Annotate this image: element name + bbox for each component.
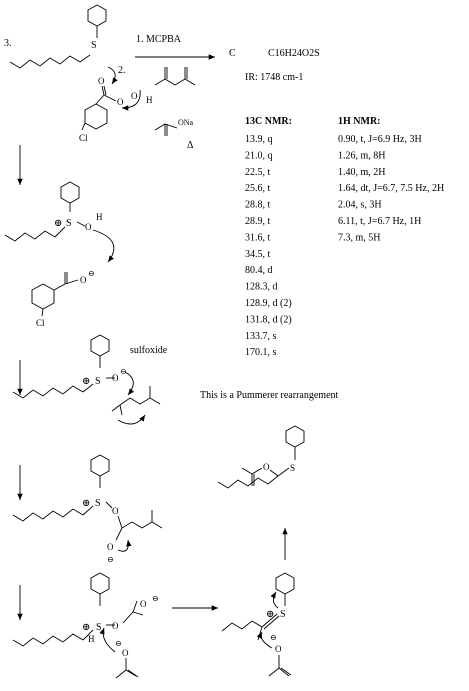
reagent-step-2: 2. <box>118 65 126 76</box>
reagent-step-1: 1. MCPBA <box>136 34 182 45</box>
mcpba-structure: O O O H Cl <box>79 76 153 143</box>
c13-row: 170.1, s <box>245 347 277 358</box>
h1-row: 7.3, m, 5H <box>338 232 381 243</box>
svg-text:Cl: Cl <box>79 133 88 143</box>
svg-text:O: O <box>122 648 129 658</box>
svg-text:O: O <box>112 506 119 516</box>
svg-text:⊖: ⊖ <box>152 594 159 603</box>
svg-text:H: H <box>146 95 153 105</box>
svg-text:O: O <box>263 462 270 472</box>
h1-row: 2.04, s, 3H <box>338 200 382 211</box>
svg-text:⊖: ⊖ <box>115 639 122 648</box>
ylide-structure: ⊕ S H O O ⊖ ⊖ O <box>12 572 159 679</box>
c13-nmr-list: 13.9, q 21.0, q 22.5, t 25.6, t 28.8, t 28.9,… <box>245 134 292 358</box>
h1-row: 6.11, t, J=6.7 Hz, 1H <box>338 216 421 227</box>
product-c-label: C <box>229 48 236 59</box>
h1-row: 1.64, dt, J=6.7, 7.5 Hz, 2H <box>338 183 444 194</box>
svg-text:⊖: ⊖ <box>88 269 95 278</box>
svg-text:S: S <box>95 498 101 509</box>
svg-text:S: S <box>91 40 97 51</box>
h1-nmr-title: 1H NMR: <box>338 116 381 127</box>
thionium-ion-structure: ⊕ S ⊖ O <box>221 572 295 677</box>
svg-text:⊖: ⊖ <box>270 633 277 642</box>
c13-row: 25.6, t <box>245 183 271 194</box>
svg-text:S: S <box>96 622 102 633</box>
c13-row: 80.4, d <box>245 265 273 276</box>
c13-row: 28.9, t <box>245 216 271 227</box>
svg-text:⊕: ⊕ <box>82 376 90 387</box>
svg-text:O: O <box>107 542 114 552</box>
svg-text:O: O <box>140 599 147 609</box>
svg-text:O: O <box>112 621 119 631</box>
svg-text:⊖: ⊖ <box>120 367 127 376</box>
svg-text:⊕: ⊕ <box>82 498 90 509</box>
heat-symbol: Δ <box>187 140 194 151</box>
sulfonium-intermediate-structure: ⊕ S O H O ⊖ Cl <box>4 181 115 328</box>
svg-text:⊕: ⊕ <box>266 609 274 620</box>
svg-text:Cl: Cl <box>36 318 45 328</box>
c13-row: 128.9, d (2) <box>245 298 292 309</box>
c13-row: 31.6, t <box>245 232 271 243</box>
svg-text:O: O <box>80 275 87 285</box>
sodium-acetate-structure: ONa Δ <box>154 118 194 151</box>
acetic-anhydride-structure <box>154 67 196 86</box>
c13-row: 21.0, q <box>245 150 273 161</box>
pummerer-note: This is a Pummerer rearrangement <box>200 390 339 401</box>
molecular-formula: C16H24O2S <box>268 48 320 59</box>
c13-row: 34.5, t <box>245 249 271 260</box>
svg-text:O: O <box>85 222 92 232</box>
svg-text:S: S <box>66 218 72 229</box>
c13-row: 128.3, d <box>245 282 278 293</box>
curved-arrow <box>107 66 118 85</box>
c13-row: 22.5, t <box>245 167 271 178</box>
svg-text:⊕: ⊕ <box>82 622 90 633</box>
svg-text:O: O <box>131 91 138 101</box>
svg-text:S: S <box>290 463 295 473</box>
c13-row: 131.8, d (2) <box>245 314 292 325</box>
svg-text:S: S <box>280 609 286 620</box>
svg-text:H: H <box>88 634 95 644</box>
final-product-structure: S O <box>217 425 305 489</box>
problem-number: 3. <box>4 38 12 49</box>
c13-row: 13.9, q <box>245 134 273 145</box>
acyloxysulfonium-structure: ⊕ S O O ⊖ <box>12 454 163 564</box>
svg-text:⊖: ⊖ <box>107 555 114 564</box>
curved-arrow <box>121 89 141 111</box>
svg-text:O: O <box>275 644 282 654</box>
c13-nmr-title: 13C NMR: <box>245 116 292 127</box>
h1-nmr-list: 0.90, t, J=6.9 Hz, 3H 1.26, m, 8H 1.40, m,… <box>338 134 444 243</box>
c13-row: 133.7, s <box>245 331 277 342</box>
svg-text:⊕: ⊕ <box>54 218 62 229</box>
sulfoxide-label: sulfoxide <box>130 345 168 356</box>
phenyl-sulfide-structure: S <box>9 4 107 69</box>
svg-text:O: O <box>117 97 124 107</box>
svg-text:H: H <box>96 212 103 222</box>
h1-row: 1.26, m, 8H <box>338 150 386 161</box>
svg-text:ONa: ONa <box>178 118 194 127</box>
svg-text:O: O <box>112 373 119 383</box>
sulfoxide-structure: ⊕ S O ⊖ <box>12 334 161 425</box>
h1-row: 0.90, t, J=6.9 Hz, 3H <box>338 134 422 145</box>
svg-text:S: S <box>95 376 101 387</box>
svg-text:O: O <box>98 76 105 86</box>
c13-row: 28.8, t <box>245 200 271 211</box>
ir-data: IR: 1748 cm-1 <box>245 72 303 83</box>
h1-row: 1.40, m, 2H <box>338 167 386 178</box>
